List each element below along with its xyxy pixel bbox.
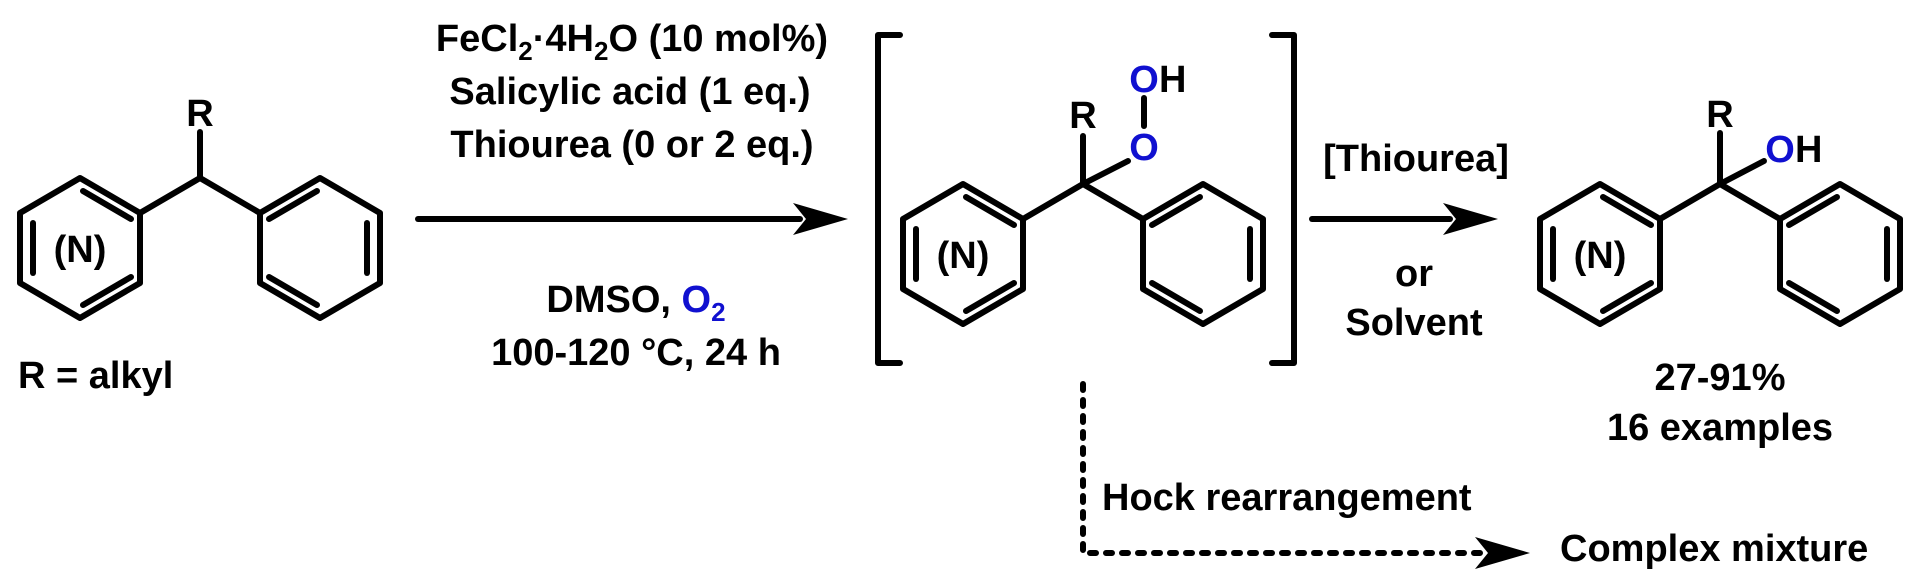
intermediate-heteroaryl-ring: (N)	[900, 181, 1026, 327]
scope-label: 16 examples	[1607, 407, 1833, 449]
oxidant-label: O	[682, 279, 712, 321]
alcohol-product: (N) R O H 27-91% 16 examples	[1537, 94, 1903, 449]
side-arrow-head	[1475, 537, 1530, 569]
starting-phenyl-ring	[257, 175, 383, 321]
complex-mixture-label: Complex mixture	[1560, 528, 1868, 570]
yield-label: 27-91%	[1655, 357, 1786, 399]
product-r-label: R	[1706, 94, 1733, 136]
product-bond-right	[1717, 181, 1783, 222]
peroxide-oxygen-2: O	[1129, 59, 1159, 101]
additive-label: Salicylic acid (1 eq.)	[449, 71, 810, 113]
product-bond-left	[1657, 181, 1723, 222]
right-bracket	[1269, 32, 1297, 366]
dotted-side-arrow	[1080, 381, 1483, 556]
starting-ring-heteroatom-label: (N)	[54, 229, 107, 271]
step2-conditions: [Thiourea] or Solvent	[1309, 138, 1509, 344]
intermediate-bond-left	[1020, 181, 1086, 222]
left-bracket	[875, 32, 903, 366]
hydroxyl-hydrogen: H	[1795, 129, 1822, 171]
temperature-time-label: 100-120 °C, 24 h	[491, 332, 781, 374]
reaction-arrow-1	[415, 203, 848, 235]
solvent-label: Solvent	[1345, 302, 1483, 344]
starting-bond-left	[137, 175, 203, 216]
or-label: or	[1395, 253, 1433, 295]
intermediate-bond-right	[1080, 181, 1146, 222]
starting-caption: R = alkyl	[18, 355, 173, 397]
hydroperoxide-intermediate: (N) R O O H	[875, 32, 1297, 366]
catalyst-label: FeCl2·4H2O (10 mol%)	[436, 18, 828, 66]
reaction-arrow-2	[1309, 203, 1498, 235]
product-ring-heteroatom-label: (N)	[1574, 235, 1627, 277]
hydroxyl-oxygen: O	[1765, 129, 1795, 171]
product-phenyl-ring	[1777, 181, 1903, 327]
step1-conditions: FeCl2·4H2O (10 mol%) Salicylic acid (1 e…	[415, 18, 848, 374]
starting-heteroaryl-ring: (N)	[17, 175, 143, 321]
product-heteroaryl-ring: (N)	[1537, 181, 1663, 327]
intermediate-bond-c-o	[1080, 158, 1131, 187]
starting-material: (N) R R = alkyl	[17, 93, 383, 397]
hock-side-path: Hock rearrangement Complex mixture	[1080, 381, 1868, 570]
solvent-oxidant-label: DMSO, O2	[546, 279, 725, 327]
thiourea-loading-label: Thiourea (0 or 2 eq.)	[450, 124, 813, 166]
starting-r-label: R	[186, 93, 213, 135]
intermediate-phenyl-ring	[1140, 181, 1266, 327]
starting-bond-right	[197, 175, 263, 216]
peroxide-hydrogen: H	[1159, 59, 1186, 101]
thiourea-reagent-label: [Thiourea]	[1323, 138, 1509, 180]
intermediate-ring-heteroatom-label: (N)	[937, 235, 990, 277]
product-bond-c-o	[1717, 158, 1767, 187]
intermediate-r-label: R	[1069, 95, 1096, 137]
hock-rearrangement-label: Hock rearrangement	[1102, 477, 1472, 519]
peroxide-oxygen-1: O	[1129, 127, 1159, 169]
